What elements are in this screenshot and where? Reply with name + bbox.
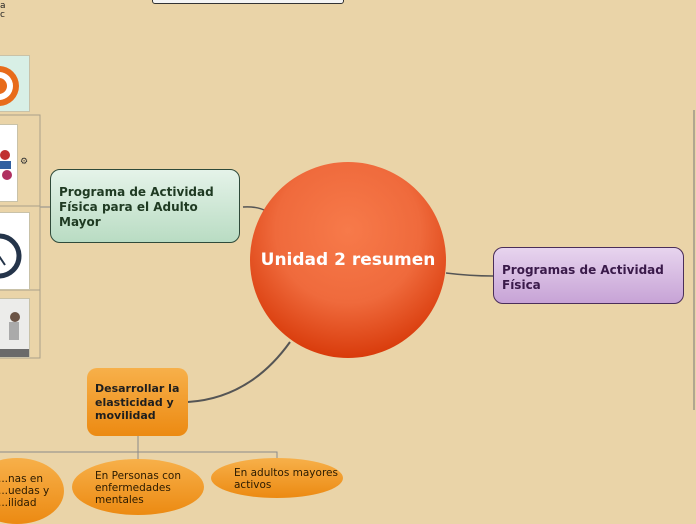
node-elasticidad[interactable]: Desarrollar la elasticidad y movilidad — [87, 368, 188, 436]
exercise-icon — [0, 299, 29, 357]
target-icon — [0, 56, 29, 111]
leaf-enfermedades-mentales[interactable]: En Personas con enfermedades mentales — [72, 459, 204, 515]
node-label: Programa de Actividad Física para el Adu… — [59, 185, 214, 229]
top-node-edge[interactable] — [152, 0, 344, 4]
leaf-label: En Personas con enfermedades mentales — [95, 470, 181, 506]
clock-image[interactable] — [0, 212, 30, 290]
leaf-adultos-activos[interactable]: En adultos mayores activos — [211, 458, 343, 498]
central-topic[interactable]: Unidad 2 resumen — [250, 162, 446, 358]
attachment-icon[interactable]: ⚙ — [20, 157, 28, 167]
node-label: Programas de Actividad Física — [502, 263, 664, 292]
node-programas-actividad-fisica[interactable]: Programas de Actividad Física — [493, 247, 684, 304]
people-image[interactable] — [0, 124, 18, 202]
people-icon — [0, 125, 17, 201]
partial-label: a c — [0, 2, 8, 20]
leaf-label: En adultos mayores activos — [234, 467, 338, 491]
clock-icon — [0, 213, 29, 289]
node-label: Desarrollar la elasticidad y movilidad — [95, 382, 179, 422]
leaf-label: ...nas en ...uedas y ...ilidad — [0, 473, 49, 509]
node-programa-adulto-mayor[interactable]: Programa de Actividad Física para el Adu… — [50, 169, 240, 243]
central-topic-label: Unidad 2 resumen — [261, 250, 436, 270]
elderly-exercise-image[interactable] — [0, 298, 30, 358]
target-image[interactable] — [0, 55, 30, 112]
